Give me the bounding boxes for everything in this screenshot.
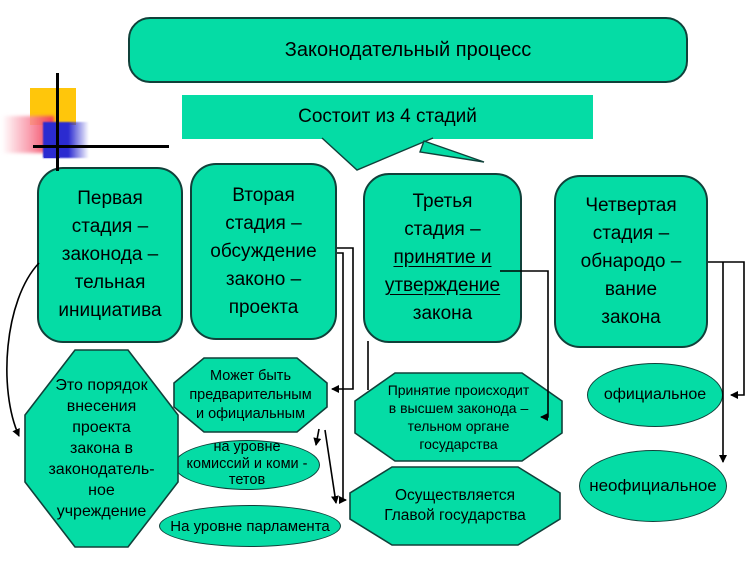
subtitle-arrow-shape xyxy=(321,137,434,171)
connector-discussion-to-parliament xyxy=(324,429,339,504)
unofficial-ellipse xyxy=(579,450,727,522)
subtitle-arrow-wing xyxy=(419,140,485,163)
subtitle-box xyxy=(182,95,593,139)
discussion-types-octagon xyxy=(173,357,328,433)
stage-3-label: Третья стадия – принятие и утверждение з… xyxy=(363,173,522,343)
stage-1-label: Первая стадия – законода – тельная иници… xyxy=(58,188,162,321)
initiative-note: Это порядок внесения проекта закона в за… xyxy=(48,377,155,520)
stage-3-label-top: Третья стадия – xyxy=(404,191,481,240)
slide-title: Законодательный процесс xyxy=(284,38,532,61)
stage-box-4 xyxy=(554,175,708,348)
ornament-horizontal-line xyxy=(33,145,169,148)
initiative-octagon xyxy=(24,349,179,548)
parliament-ellipse xyxy=(159,505,341,547)
title-box xyxy=(128,17,688,83)
official-ellipse xyxy=(587,363,723,427)
head-of-state-octagon xyxy=(349,466,561,546)
slide-subtitle: Состоит из 4 стадий xyxy=(298,106,477,127)
stage-3-label-bottom: закона xyxy=(412,303,473,324)
stage-3-label-underlined: принятие и утверждение xyxy=(384,247,501,296)
ornament-blue-tab xyxy=(44,152,60,158)
connector-stage4-to-official xyxy=(708,261,745,399)
head-of-state-note: Осуществляется Главой государства xyxy=(384,487,526,524)
connector-stage1-to-initiative xyxy=(6,262,40,437)
commissions-ellipse xyxy=(174,440,320,490)
commissions-note: на уровне комиссий и коми - тетов xyxy=(186,439,308,489)
unofficial-label: неофициальное xyxy=(589,476,717,495)
ornament-vertical-line xyxy=(56,73,59,171)
stage-2-label: Вторая стадия – обсуждение законо – прое… xyxy=(210,184,317,318)
official-label: официальное xyxy=(603,386,707,403)
connector-stage3-to-adoption-right xyxy=(500,270,549,421)
stage-4-label: Четвертая стадия – обнародо – вание зако… xyxy=(580,194,682,328)
adoption-octagon xyxy=(354,372,563,462)
stage-box-1 xyxy=(37,167,183,343)
connector-discussion-to-commissions xyxy=(313,428,322,446)
connector-stage2-to-head-of-state xyxy=(337,252,347,504)
adoption-note: Принятие происходит в высшем законода – … xyxy=(387,382,530,452)
discussion-types-note: Может быть предварительным и официальным xyxy=(189,367,312,422)
parliament-note: На уровне парламента xyxy=(170,517,330,535)
stage-box-2 xyxy=(190,163,337,340)
stage-box-3 xyxy=(363,173,522,343)
